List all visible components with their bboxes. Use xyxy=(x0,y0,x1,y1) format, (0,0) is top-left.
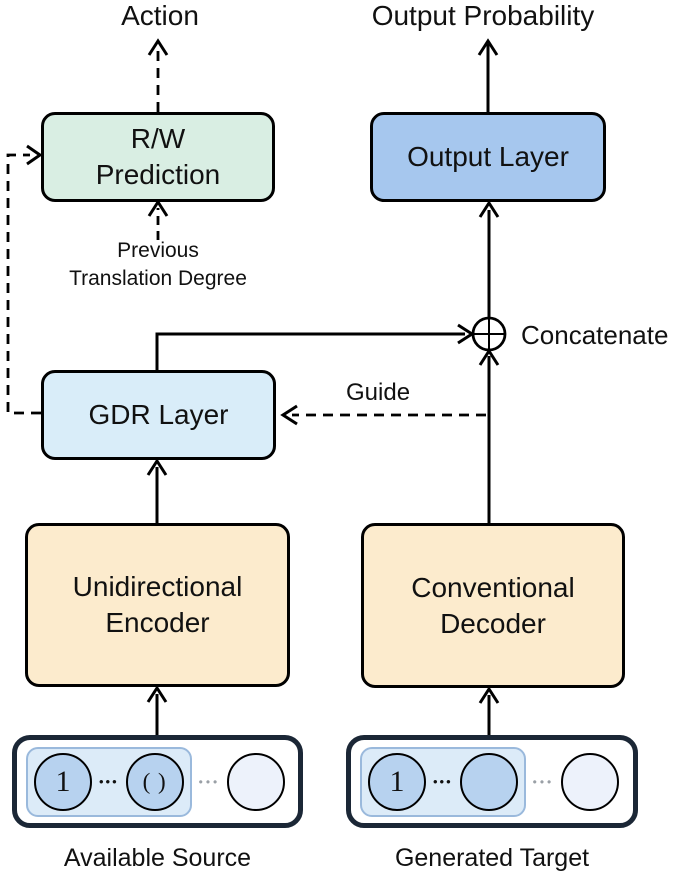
gdr-layer-label: GDR Layer xyxy=(88,399,229,431)
source-token-1: 1 xyxy=(34,752,92,811)
target-ellipsis-outer: ••• xyxy=(532,774,555,789)
prevdegree-to-rw-arrow xyxy=(147,199,169,240)
encoder-line1: Unidirectional xyxy=(72,571,243,603)
target-ellipsis-inner: ••• xyxy=(433,774,453,789)
rw-prediction-box: R/W Prediction xyxy=(41,112,275,202)
concatenate-label: Concatenate xyxy=(521,320,669,350)
gdr-to-rw-dashed-elbow xyxy=(6,144,43,415)
source-token-current: ( ) xyxy=(125,752,184,811)
concat-to-outputlayer-arrow xyxy=(478,200,500,318)
rw-to-action-arrow xyxy=(147,38,169,112)
rw-prediction-line2: Prediction xyxy=(95,159,221,190)
output-layer-box: Output Layer xyxy=(370,112,606,202)
outputlayer-to-probability-arrow xyxy=(477,38,499,112)
output-layer-label: Output Layer xyxy=(407,141,569,173)
conventional-decoder-box: Conventional Decoder xyxy=(361,523,625,688)
encoder-to-gdr-arrow xyxy=(146,458,168,523)
action-label: Action xyxy=(121,0,199,31)
rw-prediction-line1: R/W xyxy=(130,123,186,155)
available-source-label: Available Source xyxy=(63,844,252,872)
target-to-decoder-arrow xyxy=(478,686,500,735)
gdr-layer-box: GDR Layer xyxy=(41,370,276,460)
output-probability-label: Output Probability xyxy=(371,0,595,31)
target-token-current xyxy=(459,752,518,811)
guide-label: Guide xyxy=(346,379,411,406)
decoder-to-concat-arrow xyxy=(478,348,500,523)
unidirectional-encoder-box: Unidirectional Encoder xyxy=(25,523,290,687)
available-source-container: 1 ••• ( ) ••• xyxy=(12,735,303,828)
target-token-1: 1 xyxy=(368,752,426,811)
generated-target-label: Generated Target xyxy=(394,844,590,872)
source-ellipsis-inner: ••• xyxy=(99,774,119,789)
previous-line2: Translation Degree xyxy=(69,267,247,291)
decoder-line2: Decoder xyxy=(440,607,546,639)
previous-translation-degree-label: Previous Translation Degree xyxy=(18,237,298,294)
gdr-to-concat-arrow xyxy=(155,323,475,370)
guide-dashed-arrow xyxy=(280,404,486,426)
source-to-encoder-arrow xyxy=(146,685,168,735)
source-ellipsis-outer: ••• xyxy=(198,774,221,789)
concatenate-icon xyxy=(471,316,507,352)
generated-target-container: 1 ••• ••• xyxy=(346,735,638,828)
source-token-future xyxy=(227,752,286,811)
previous-line1: Previous xyxy=(117,239,199,262)
target-highlight-region: 1 ••• xyxy=(360,746,526,817)
encoder-line2: Encoder xyxy=(105,607,210,638)
decoder-line1: Conventional xyxy=(411,571,575,603)
source-highlight-region: 1 ••• ( ) xyxy=(26,746,192,817)
target-token-future xyxy=(561,752,620,811)
